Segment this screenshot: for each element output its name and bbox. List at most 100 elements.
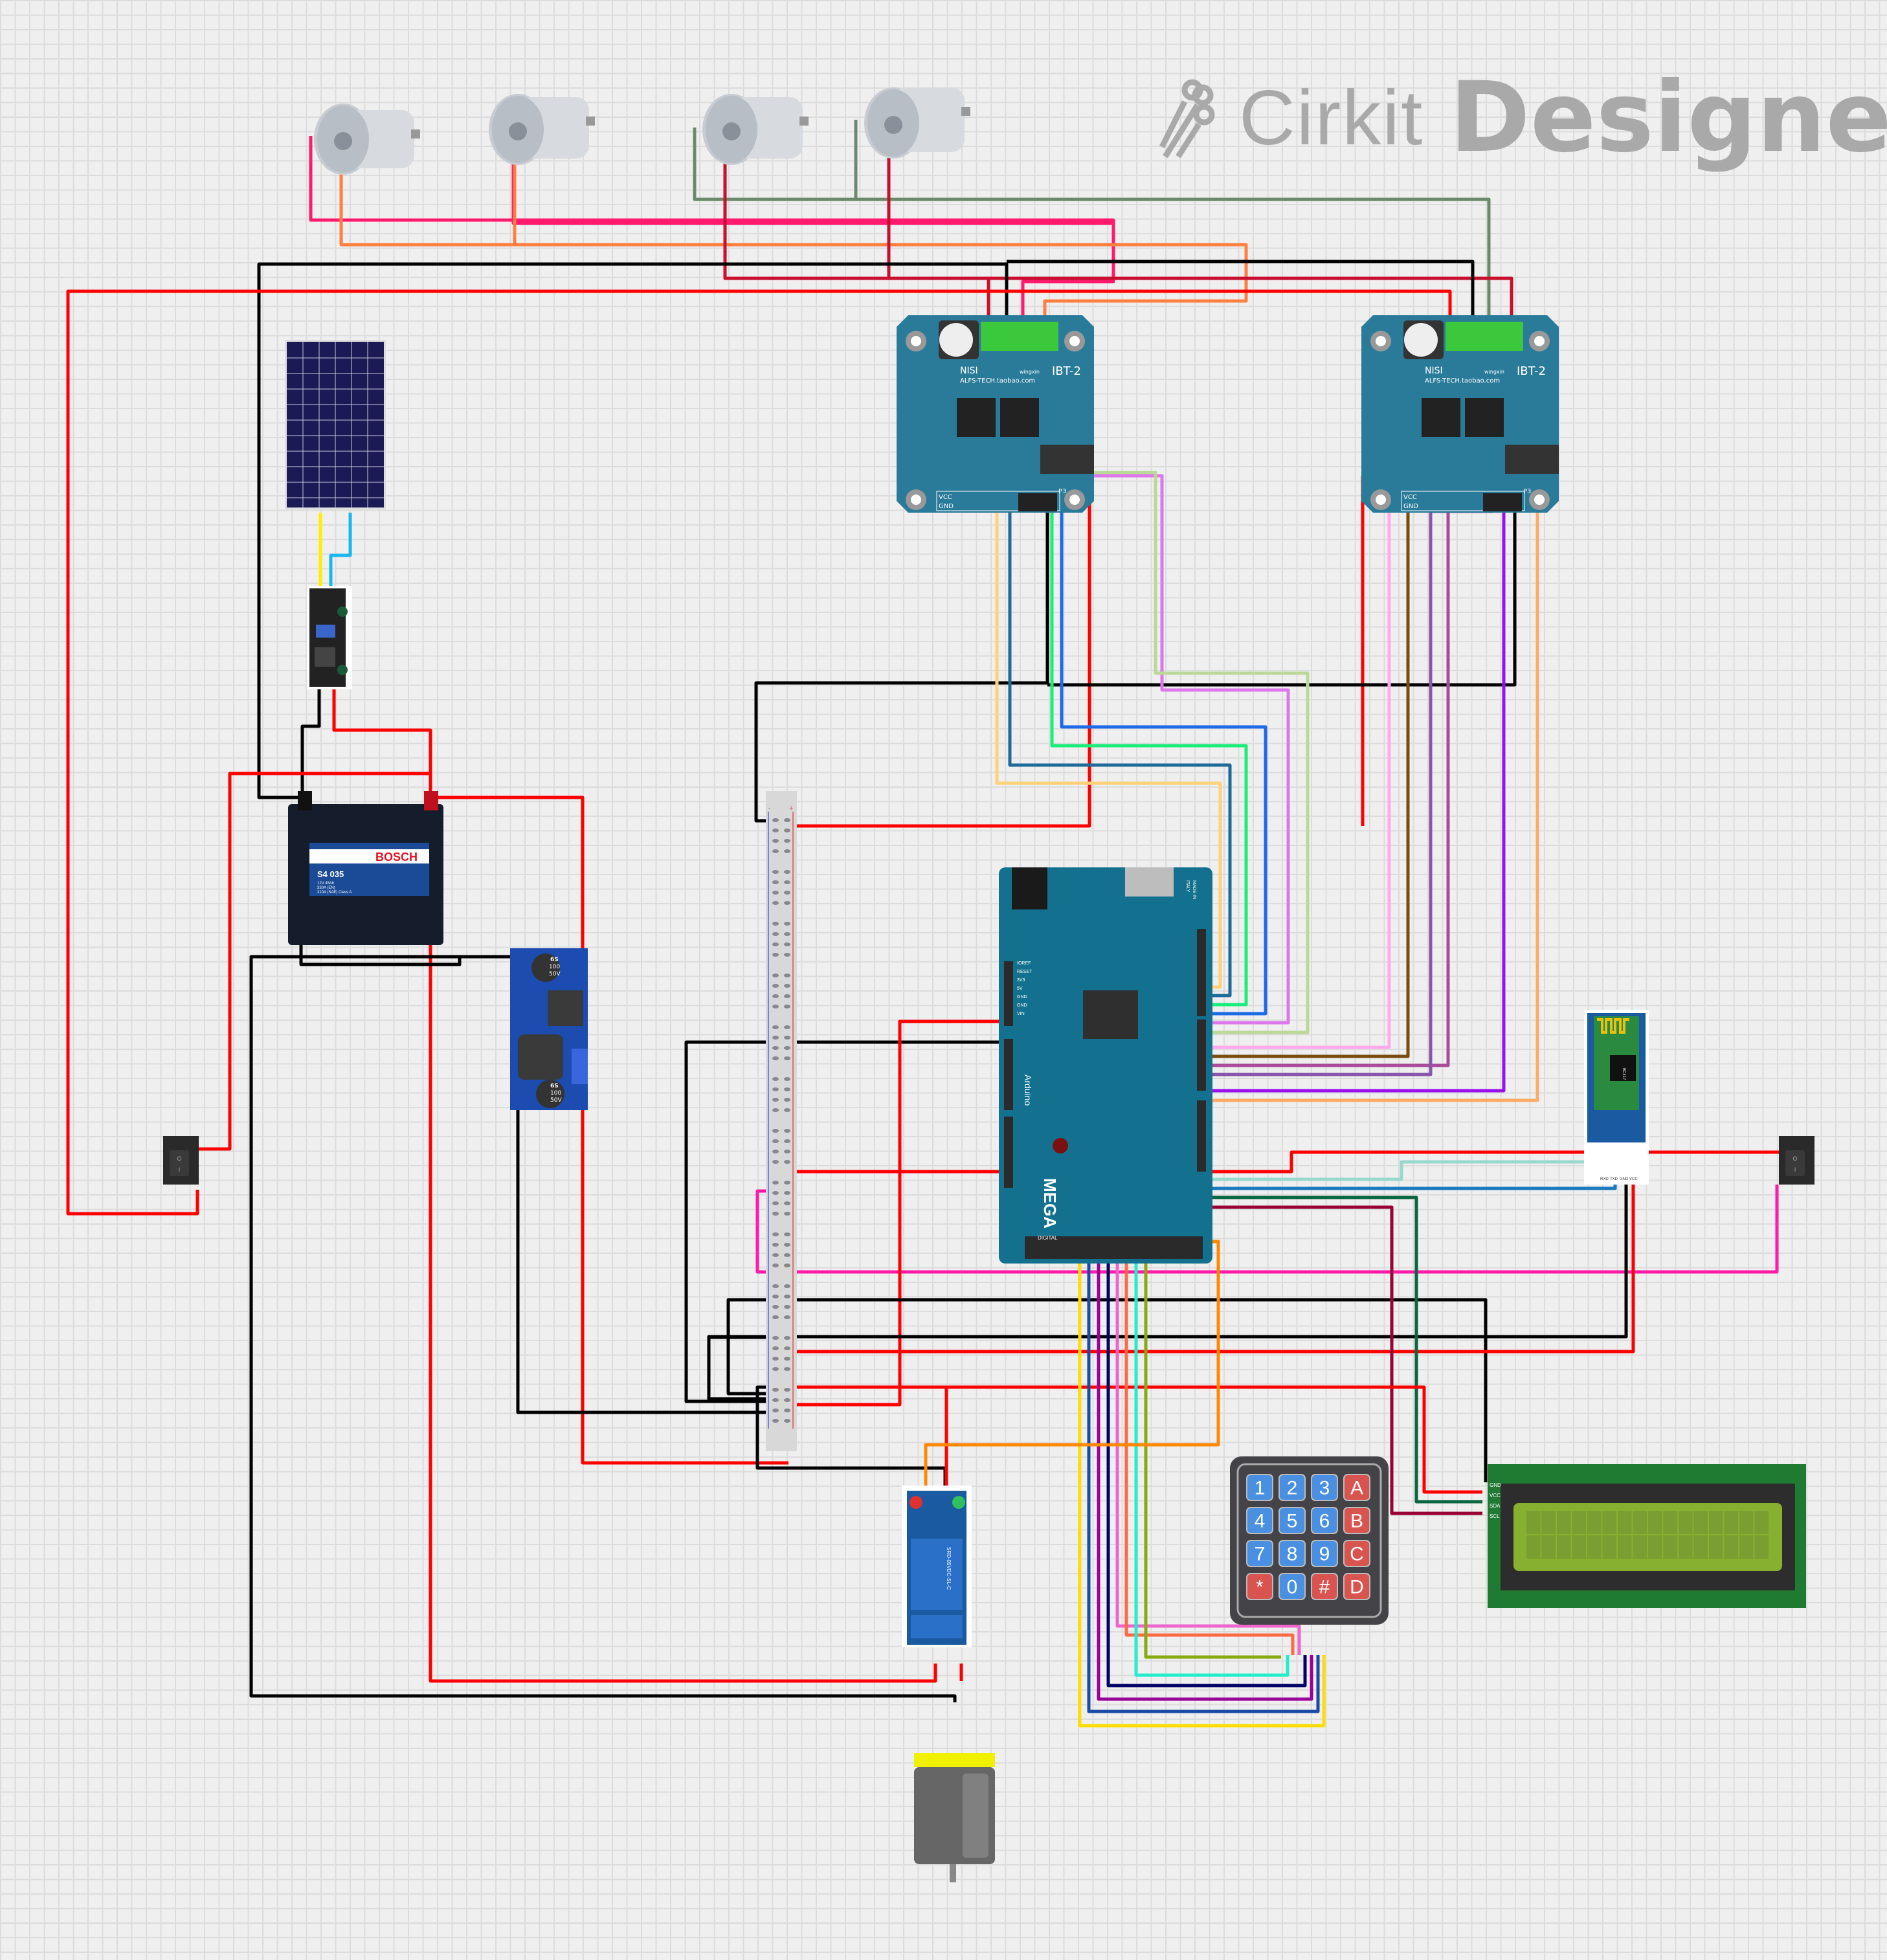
rail-hole[interactable] — [772, 1232, 779, 1236]
wire[interactable] — [329, 513, 352, 608]
wire[interactable] — [516, 1100, 777, 1414]
wire[interactable] — [1202, 1160, 1605, 1181]
wire[interactable] — [1202, 482, 1539, 1102]
wire[interactable] — [1106, 1259, 1307, 1687]
rail-hole[interactable] — [784, 891, 790, 895]
rail-hole[interactable] — [784, 839, 790, 843]
rail-hole[interactable] — [784, 1160, 790, 1164]
rail-hole[interactable] — [772, 1191, 779, 1195]
keypad-key[interactable] — [1246, 1540, 1273, 1567]
wire[interactable] — [1202, 502, 1482, 1058]
rail-hole[interactable] — [784, 901, 790, 905]
keypad-key[interactable] — [1311, 1540, 1338, 1567]
small-dc-motor[interactable] — [914, 1748, 995, 1887]
keypad-key[interactable] — [1311, 1507, 1338, 1534]
rail-hole[interactable] — [784, 1305, 790, 1309]
rail-hole[interactable] — [772, 1346, 779, 1350]
wire[interactable] — [257, 262, 1009, 799]
rail-hole[interactable] — [772, 1025, 779, 1029]
lm2596-buck-converter[interactable]: 6S 100 50V 6S 100 50V — [510, 948, 588, 1113]
dc-motor-775-2[interactable] — [479, 81, 628, 165]
wire[interactable] — [300, 686, 321, 797]
rail-hole[interactable] — [784, 1419, 790, 1423]
keypad-key[interactable] — [1343, 1507, 1370, 1534]
keypad-key[interactable] — [1343, 1474, 1370, 1501]
wire[interactable] — [788, 1019, 1007, 1407]
rail-hole[interactable] — [772, 1398, 779, 1402]
rail-hole[interactable] — [772, 849, 779, 853]
wire[interactable] — [684, 1040, 1007, 1403]
rail-hole[interactable] — [772, 1129, 779, 1133]
rail-hole[interactable] — [772, 1056, 779, 1060]
wire[interactable] — [887, 142, 1513, 320]
rail-hole[interactable] — [772, 1305, 779, 1309]
wire[interactable] — [788, 1175, 1635, 1353]
wire[interactable] — [1050, 504, 1248, 1007]
wire[interactable] — [788, 1385, 1482, 1494]
rail-hole[interactable] — [784, 1398, 790, 1402]
rail-hole[interactable] — [772, 1036, 779, 1040]
rail-hole[interactable] — [772, 1212, 779, 1216]
wire[interactable] — [1134, 1259, 1290, 1677]
wire[interactable] — [1202, 1175, 1617, 1190]
rocker-switch-left[interactable]: O I — [163, 1136, 199, 1188]
solar-charge-controller[interactable] — [307, 586, 352, 693]
wire[interactable] — [197, 772, 432, 1151]
wire[interactable] — [1361, 474, 1372, 826]
wire[interactable] — [332, 686, 937, 1683]
bluetooth-hc05-module[interactable]: BC417 RXD TXD GND VCC — [1584, 1010, 1649, 1188]
rail-hole[interactable] — [772, 1077, 779, 1081]
rail-hole[interactable] — [784, 974, 790, 977]
wire[interactable] — [66, 289, 1452, 1216]
rail-hole[interactable] — [772, 984, 779, 988]
rail-hole[interactable] — [772, 1295, 779, 1298]
dc-motor-775-3[interactable] — [693, 81, 842, 165]
rail-hole[interactable] — [784, 1264, 790, 1267]
rail-hole[interactable] — [784, 1077, 790, 1081]
wire[interactable] — [1144, 1259, 1281, 1659]
wire[interactable] — [339, 161, 1248, 320]
rail-hole[interactable] — [772, 1336, 779, 1340]
rail-hole[interactable] — [772, 870, 779, 874]
rail-hole[interactable] — [784, 922, 790, 926]
rail-hole[interactable] — [772, 1139, 779, 1143]
rail-hole[interactable] — [784, 1087, 790, 1091]
keypad-key[interactable] — [1343, 1540, 1370, 1567]
rail-hole[interactable] — [772, 942, 779, 946]
rail-hole[interactable] — [784, 1284, 790, 1288]
rail-hole[interactable] — [772, 1150, 779, 1153]
rocker-switch-right[interactable]: O I — [1779, 1136, 1814, 1188]
keypad-key[interactable] — [1278, 1573, 1306, 1600]
rail-hole[interactable] — [784, 1036, 790, 1040]
rail-hole[interactable] — [772, 1264, 779, 1267]
rail-hole[interactable] — [784, 1181, 790, 1185]
dc-motor-775-4[interactable] — [854, 74, 1003, 159]
rail-hole[interactable] — [784, 818, 790, 822]
rail-hole[interactable] — [784, 1388, 790, 1392]
wire[interactable] — [788, 1385, 948, 1492]
rail-hole[interactable] — [772, 891, 779, 895]
keypad-key[interactable] — [1246, 1573, 1273, 1600]
wire[interactable] — [249, 955, 957, 1702]
rail-hole[interactable] — [784, 829, 790, 832]
solar-panel[interactable] — [285, 340, 386, 513]
rail-hole[interactable] — [784, 1357, 790, 1361]
rail-hole[interactable] — [772, 1108, 779, 1112]
rail-hole[interactable] — [784, 1253, 790, 1257]
rail-hole[interactable] — [784, 953, 790, 957]
rail-hole[interactable] — [772, 1201, 779, 1205]
rail-hole[interactable] — [784, 1409, 790, 1412]
rail-hole[interactable] — [772, 994, 779, 998]
rail-hole[interactable] — [784, 1367, 790, 1371]
wire[interactable] — [788, 1150, 1814, 1175]
rail-hole[interactable] — [784, 1005, 790, 1008]
wire[interactable] — [1087, 1259, 1320, 1713]
ibt2-motor-driver-left[interactable]: NISI wingxin IBT-2 ALFS-TECH.taobao.com … — [897, 315, 1095, 516]
rail-hole[interactable] — [784, 1191, 790, 1195]
rail-hole[interactable] — [772, 1098, 779, 1102]
rail-hole[interactable] — [784, 1129, 790, 1133]
rail-hole[interactable] — [784, 870, 790, 874]
wire[interactable] — [723, 150, 990, 320]
rail-hole[interactable] — [772, 880, 779, 884]
